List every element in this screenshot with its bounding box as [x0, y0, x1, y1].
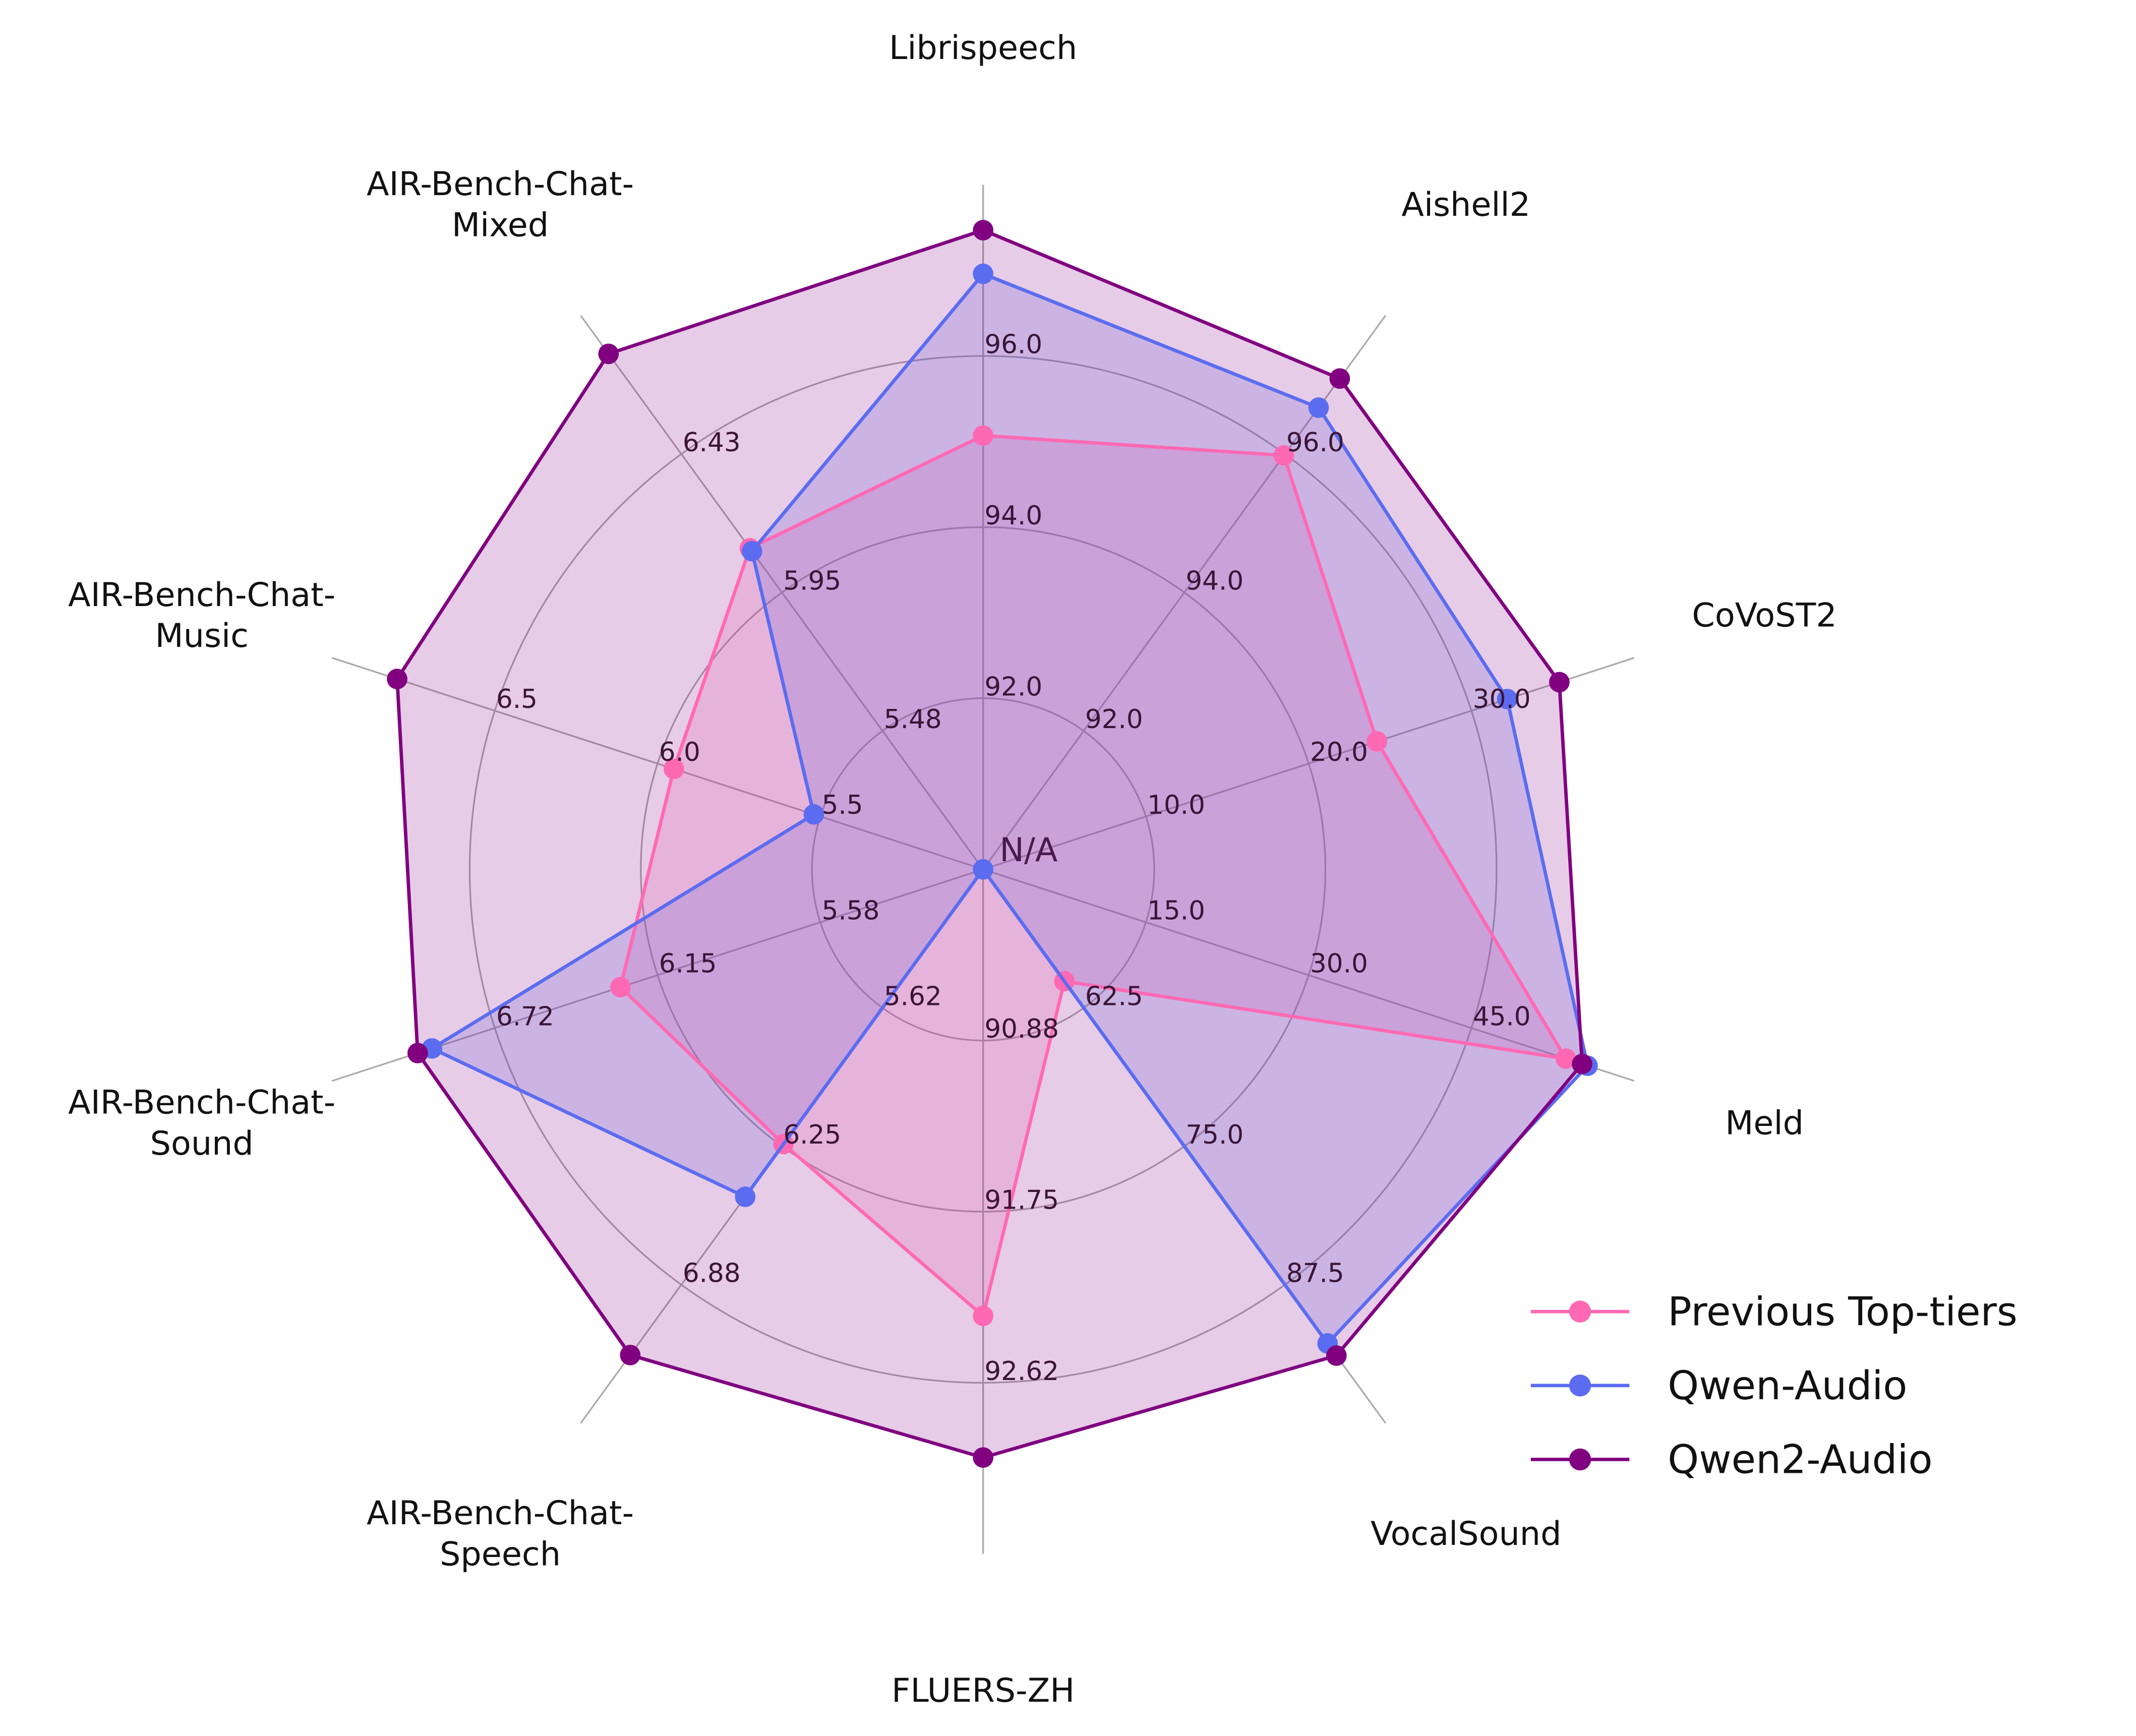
- tick-label: 5.58: [822, 896, 880, 926]
- axis-line: [983, 868, 1635, 1082]
- legend-label: Qwen2-Audio: [1668, 1436, 1932, 1483]
- tick-label: 20.0: [1310, 737, 1368, 767]
- data-point: [973, 1447, 994, 1468]
- axis-labels: LibrispeechAishell2CoVoST2MeldVocalSound…: [68, 29, 1837, 1710]
- data-point: [1329, 368, 1350, 389]
- tick-label: 6.25: [783, 1120, 841, 1150]
- data-point: [1308, 397, 1329, 418]
- axis-label: Speech: [440, 1536, 561, 1574]
- axis-label: AIR-Bench-Chat-: [68, 576, 335, 614]
- axis-label: Music: [155, 617, 249, 655]
- data-point: [407, 1043, 428, 1063]
- center-label: N/A: [999, 831, 1058, 869]
- axis-label: CoVoST2: [1692, 596, 1836, 634]
- tick-label: 15.0: [1147, 896, 1205, 926]
- data-point: [387, 669, 407, 689]
- legend-marker: [1569, 1300, 1591, 1323]
- tick-label: 96.0: [984, 330, 1042, 360]
- tick-label: 30.0: [1310, 949, 1368, 979]
- tick-label: 92.0: [984, 672, 1042, 702]
- tick-label: 45.0: [1473, 1001, 1531, 1032]
- tick-labels: 92.0 94.0 96.0 92.0 94.0 96.0 10.0 20.0 30.0 15.0…: [496, 330, 1531, 1387]
- series-fill: [620, 435, 1566, 1316]
- tick-label: 5.5: [822, 790, 863, 820]
- tick-label: 6.88: [683, 1259, 741, 1289]
- axis-label: VocalSound: [1371, 1515, 1561, 1553]
- data-point: [741, 541, 762, 562]
- data-point: [1497, 689, 1518, 709]
- tick-label: 10.0: [1147, 790, 1205, 820]
- tick-label: 5.62: [884, 981, 942, 1011]
- series-fill: [432, 274, 1588, 1344]
- tick-label: 75.0: [1185, 1120, 1243, 1150]
- axis-line: [580, 315, 984, 870]
- axis-label: Sound: [150, 1125, 254, 1163]
- legend-marker: [1569, 1448, 1591, 1471]
- data-point: [1549, 672, 1570, 693]
- axis-label: Meld: [1725, 1104, 1804, 1142]
- data-point: [598, 343, 619, 365]
- tick-label: 6.0: [659, 737, 700, 767]
- tick-label: 87.5: [1286, 1259, 1344, 1289]
- series-fills: [397, 230, 1588, 1458]
- axis-label: FLUERS-ZH: [892, 1672, 1075, 1710]
- tick-label: 30.0: [1473, 684, 1531, 714]
- axis-label: AIR-Bench-Chat-: [367, 1494, 634, 1532]
- tick-label: 5.95: [783, 566, 841, 596]
- data-point: [973, 859, 994, 880]
- axis-label: AIR-Bench-Chat-: [68, 1084, 335, 1122]
- axis-label: Aishell2: [1401, 186, 1530, 224]
- legend-label: Qwen-Audio: [1668, 1362, 1907, 1409]
- data-point: [1273, 445, 1294, 466]
- data-point: [735, 1186, 756, 1208]
- tick-label: 6.15: [659, 949, 717, 979]
- data-point: [803, 804, 824, 825]
- data-point: [1555, 1048, 1576, 1069]
- series-lines: [387, 220, 1598, 1468]
- data-point: [973, 263, 994, 284]
- data-point: [973, 425, 994, 446]
- data-point: [973, 1305, 994, 1327]
- tick-label: 92.62: [984, 1356, 1059, 1387]
- data-point: [1367, 731, 1388, 752]
- series-fill: [397, 230, 1582, 1458]
- tick-label: 6.43: [683, 428, 741, 458]
- tick-label: 6.5: [496, 684, 538, 714]
- data-point: [620, 1345, 641, 1365]
- tick-label: 90.88: [984, 1014, 1059, 1044]
- data-point: [610, 977, 631, 998]
- axis-label: Librispeech: [889, 29, 1077, 67]
- tick-label: 94.0: [984, 501, 1042, 531]
- tick-label: 94.0: [1185, 566, 1243, 596]
- tick-label: 6.72: [496, 1001, 554, 1032]
- tick-label: 91.75: [984, 1185, 1059, 1216]
- legend-label: Previous Top-tiers: [1668, 1288, 2018, 1335]
- data-point: [663, 758, 684, 780]
- tick-label: 5.48: [884, 704, 942, 735]
- tick-label: 96.0: [1286, 428, 1344, 458]
- data-point: [973, 220, 994, 241]
- tick-label: 92.0: [1085, 704, 1143, 735]
- data-point: [1326, 1345, 1347, 1366]
- data-point: [1572, 1053, 1592, 1074]
- axis-line: [983, 657, 1635, 870]
- axis-label: Mixed: [452, 207, 549, 245]
- axis-label: AIR-Bench-Chat-: [367, 165, 634, 203]
- tick-label: 62.5: [1085, 981, 1143, 1011]
- axis-line: [331, 657, 984, 870]
- legend-marker: [1569, 1374, 1591, 1397]
